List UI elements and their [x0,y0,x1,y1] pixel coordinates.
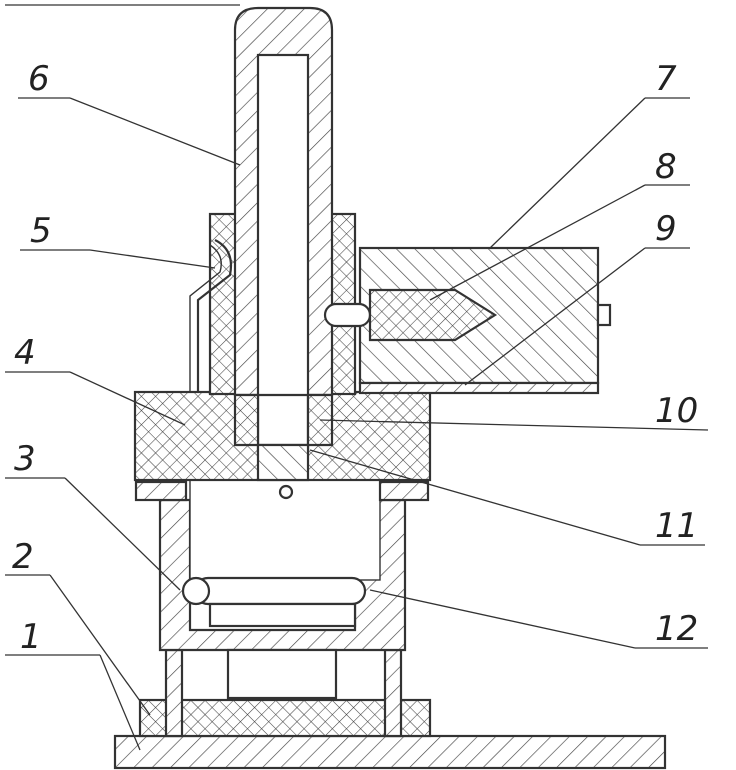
leader-12 [369,589,636,649]
part-label-11: 11 [655,506,698,546]
part-label-2: 2 [12,537,34,577]
holder-tab [596,303,612,327]
roller-end-left [181,576,211,606]
leader-11 [309,449,641,546]
part-label-12: 12 [655,609,698,649]
part-label-6: 6 [28,59,50,99]
part-label-10: 10 [655,391,698,431]
leader-2-diag [49,574,151,716]
lower-block [138,698,432,738]
part-label-8: 8 [655,147,677,187]
roller [193,576,367,606]
leader-10 [319,419,709,431]
roller-base [208,602,357,628]
indenter-body [368,288,498,342]
indenter-shank [323,302,372,328]
leader-3-diag [64,477,181,591]
small-hole [278,484,294,500]
leader-8-diag [429,184,646,301]
part-label-7: 7 [655,59,677,99]
part-label-4: 4 [14,333,36,373]
plunger-stem [256,443,310,482]
part-label-3: 3 [14,439,36,479]
side-holder-bottom-strip [358,381,600,395]
left-bolt [164,648,184,738]
spring-clip [196,239,233,392]
leader-5-diag [89,249,216,269]
part-label-1: 1 [20,617,42,657]
plunger [233,393,334,447]
leader-4-diag [69,371,186,426]
leader-7-diag [489,97,646,249]
right-bolt [383,648,403,738]
part-labels: 1 2 3 4 5 6 7 8 9 10 11 12 [12,59,698,657]
spring-clip-inner [189,244,222,392]
leader-1-diag [99,654,141,751]
rod-inner-bore [256,53,310,457]
leader-lines [5,4,709,751]
part-label-5: 5 [30,211,52,251]
base-plate [113,734,667,770]
flange-left [134,480,188,502]
flange-right [378,480,430,502]
leader-9-diag [464,247,646,386]
inner-spacer [226,648,338,700]
leader-6-diag [69,97,241,166]
part-label-9: 9 [655,209,677,249]
